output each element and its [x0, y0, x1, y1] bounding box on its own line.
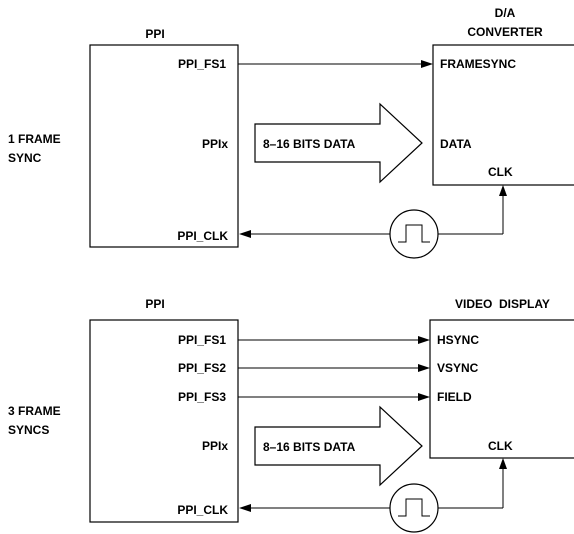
bottom-fs2-arrowhead [418, 364, 430, 372]
top-diagram: PPI D/A CONVERTER 1 FRAME SYNC PPI_FS1 P… [8, 6, 574, 259]
top-dac-title-line2: CONVERTER [467, 25, 543, 39]
bottom-fs3-arrowhead [418, 393, 430, 401]
top-framesync-label: FRAMESYNC [440, 57, 516, 71]
top-data-arrow [254, 102, 423, 184]
bottom-data-arrow [254, 405, 423, 487]
bottom-ppix-label: PPIx [202, 439, 228, 453]
top-side-label-line2: SYNC [8, 151, 42, 165]
bottom-hsync-label: HSYNC [437, 333, 479, 347]
bottom-diagram: PPI VIDEO DISPLAY 3 FRAME SYNCS PPI_FS1 … [8, 297, 574, 533]
top-fs1-arrowhead [421, 60, 433, 68]
top-clock-wave [398, 224, 430, 243]
bottom-display-title: VIDEO DISPLAY [455, 297, 550, 311]
bottom-display-block [429, 319, 574, 459]
bottom-ppi-title: PPI [145, 297, 164, 311]
top-dac-block [432, 44, 574, 186]
top-ppi-title: PPI [145, 27, 164, 41]
top-data-arrow-label: 8–16 BITS DATA [263, 137, 356, 151]
top-clk-left-arrowhead [239, 230, 251, 238]
bottom-side-label-line2: SYNCS [8, 423, 49, 437]
bottom-ppi-clk-label: PPI_CLK [177, 503, 228, 517]
bottom-clock-icon [389, 483, 439, 533]
bottom-data-arrow-label: 8–16 BITS DATA [263, 440, 356, 454]
bottom-vsync-label: VSYNC [437, 361, 479, 375]
top-ppi-block [89, 44, 239, 248]
bottom-clk-up-arrowhead [499, 458, 507, 469]
bottom-field-label: FIELD [437, 390, 472, 404]
bottom-clock-wave [398, 498, 430, 517]
top-ppi-clk-label: PPI_CLK [177, 229, 228, 243]
top-ppi-fs1-label: PPI_FS1 [178, 57, 226, 71]
bottom-ppi-block [89, 319, 239, 523]
top-clk-up-arrowhead [499, 185, 507, 196]
top-ppix-label: PPIx [202, 137, 228, 151]
top-dac-title-line1: D/A [495, 6, 516, 20]
top-data-label: DATA [440, 137, 472, 151]
bottom-side-label-line1: 3 FRAME [8, 404, 61, 418]
top-side-label-line1: 1 FRAME [8, 132, 61, 146]
bottom-clk-left-arrowhead [239, 504, 251, 512]
top-clk-label: CLK [488, 165, 513, 179]
bottom-clk-label: CLK [488, 439, 513, 453]
bottom-fs1-arrowhead [418, 336, 430, 344]
top-clock-icon [389, 209, 439, 259]
bottom-ppi-fs1-label: PPI_FS1 [178, 333, 226, 347]
bottom-ppi-fs2-label: PPI_FS2 [178, 361, 226, 375]
bottom-ppi-fs3-label: PPI_FS3 [178, 390, 226, 404]
